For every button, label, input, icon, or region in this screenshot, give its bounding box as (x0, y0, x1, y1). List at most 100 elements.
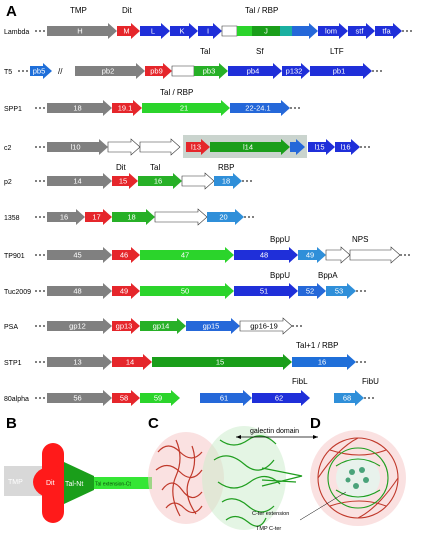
gene-arrow (139, 138, 181, 156)
gene-arrow (171, 65, 195, 77)
cter-extension-text: C-ter extension (252, 511, 289, 517)
gene-arrow (207, 209, 244, 225)
gene-arrow (47, 283, 112, 299)
gene-arrow (112, 173, 138, 189)
gene-arrow (47, 318, 112, 334)
gene-label: K (179, 27, 184, 36)
panel-b-schematic: TMP Dit Tal-Nt Tal extension-Ct (4, 443, 152, 523)
tmp-cter-label: TMP C-ter (256, 526, 281, 532)
annotation-rbp-p2: RBP (218, 163, 234, 172)
dit-label: Dit (46, 480, 55, 487)
gene-arrow (325, 246, 351, 264)
gene-label: gp15 (203, 322, 220, 331)
annotation-tal-p2: Tal (150, 163, 160, 172)
gene-label: 46 (120, 251, 128, 260)
gene-label: 18 (222, 177, 230, 186)
gene-arrow (152, 354, 292, 370)
gene-label: 49 (120, 287, 128, 296)
gene-arrow (230, 100, 290, 116)
gene-arrow (375, 23, 402, 39)
gene-label: pb3 (203, 67, 216, 76)
gene-label: gp14 (153, 322, 170, 331)
gene-label: 15 (216, 358, 224, 367)
gene-arrow (335, 139, 360, 155)
galectin-domain-label: galectin domain (250, 428, 299, 435)
annotation-tal-rbp-stp1: Tal+1 / RBP (296, 341, 338, 350)
gene-label: l13 (191, 143, 201, 152)
annotation-fibl: FibL (292, 377, 308, 386)
annotation-dit-p2: Dit (116, 163, 127, 172)
tmp-cter-pointer (299, 491, 347, 521)
panel-b-letter: B (6, 415, 17, 432)
gene-label: 48 (260, 251, 268, 260)
row-label: TP901 (4, 253, 25, 260)
gene-arrow (112, 354, 152, 370)
tal-extension-label: Tal extension-Ct (95, 482, 131, 488)
gene-arrow (221, 25, 238, 37)
gene-arrow (112, 100, 142, 116)
gene-label: J (264, 27, 268, 36)
gene-arrow (47, 390, 112, 406)
gene-label: 21 (180, 104, 188, 113)
gene-arrow (318, 23, 348, 39)
row-label: c2 (4, 145, 12, 152)
gene-arrow (292, 23, 318, 39)
gene-arrow (112, 209, 155, 225)
gene-arrow (194, 63, 228, 79)
panel-d-structure (299, 430, 406, 526)
gene-label: 59 (154, 394, 162, 403)
gene-label: 19.1 (118, 104, 133, 113)
gene-label: gp16-19 (250, 322, 278, 331)
ring-green-ribbons (327, 447, 389, 509)
dit-bulge (33, 466, 73, 498)
gene-label: 13 (73, 358, 81, 367)
row-label: Lambda (4, 29, 29, 36)
gene-label: l16 (340, 143, 350, 152)
row-label: T5 (4, 69, 12, 76)
gene-arrow (140, 283, 234, 299)
tmp-cter-text: TMP C-ter (256, 526, 281, 532)
t5-break-mark: // (58, 67, 63, 76)
ring-center-atoms (345, 467, 369, 489)
gene-arrow (237, 26, 252, 36)
gene-arrow (154, 208, 208, 226)
galectin-arrowhead-left (236, 435, 241, 439)
gene-label: 49 (306, 251, 314, 260)
gene-label: 16 (154, 177, 162, 186)
gene-arrow (138, 173, 182, 189)
gene-arrow (298, 247, 326, 263)
gene-arrow (234, 247, 298, 263)
gene-label: pb5 (33, 67, 46, 76)
gene-label: 61 (220, 394, 228, 403)
annotation-sf: Sf (256, 47, 264, 56)
gene-arrow (348, 23, 375, 39)
tal-extension-bar (94, 477, 152, 489)
gene-label: l14 (243, 143, 253, 152)
annotation-tal-rbp-spp1: Tal / RBP (160, 88, 193, 97)
gene-arrow (47, 139, 108, 155)
gene-arrow (292, 354, 356, 370)
tal-nt-label: Tal-Nt (65, 481, 83, 488)
gene-arrow (47, 100, 112, 116)
annotation-bppu-tp901: BppU (270, 235, 290, 244)
gene-label: l15 (314, 143, 324, 152)
gene-label: H (77, 27, 82, 36)
gene-label: 51 (260, 287, 268, 296)
red-ribbons (155, 439, 203, 517)
gene-label: p132 (286, 67, 303, 76)
gene-label: 52 (306, 287, 314, 296)
gene-arrow (252, 390, 310, 406)
gene-arrow (308, 139, 335, 155)
annotation-ltf: LTF (330, 47, 344, 56)
gene-arrow (298, 283, 326, 299)
gene-arrow (280, 26, 292, 36)
ring-red-ribbons (317, 437, 399, 519)
annotation-tmp: TMP (70, 6, 87, 15)
